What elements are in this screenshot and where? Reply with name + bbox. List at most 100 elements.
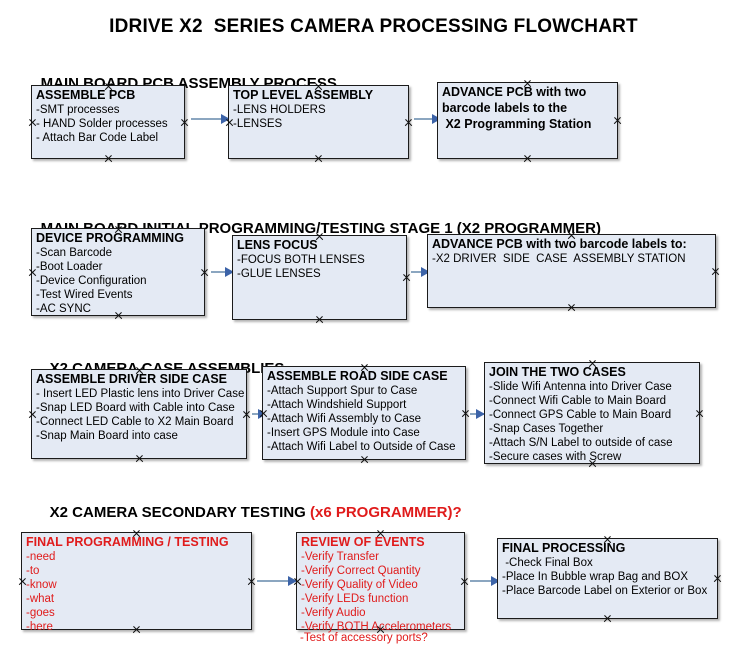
node-line: - HAND Solder processes bbox=[36, 118, 168, 130]
resize-handle-right[interactable] bbox=[402, 273, 411, 282]
node-line: -AC SYNC bbox=[36, 303, 91, 315]
connector-review-of-events-to-final-processing bbox=[470, 576, 500, 586]
node-join-the-two-cases[interactable]: JOIN THE TWO CASES -Slide Wifi Antenna i… bbox=[484, 362, 700, 464]
node-line: -Connect GPS Cable to Main Board bbox=[489, 409, 672, 421]
connector-assemble-pcb-to-top-level-assembly bbox=[191, 114, 230, 124]
resize-handle-right[interactable] bbox=[695, 409, 704, 418]
node-line: -Attach S/N Label to outside of case bbox=[489, 437, 673, 449]
node-line: -goes bbox=[26, 607, 55, 619]
node-line: -SMT processes bbox=[36, 104, 120, 116]
node-line: -Boot Loader bbox=[36, 261, 103, 273]
section-header-x2-camera-secondary-testing: X2 CAMERA SECONDARY TESTING (x6 PROGRAMM… bbox=[33, 487, 462, 538]
node-review-of-events-overflow-line: -Test of accessory ports? bbox=[300, 632, 428, 644]
resize-handle-bottom[interactable] bbox=[603, 614, 612, 623]
section-header-text: X2 CAMERA SECONDARY TESTING bbox=[49, 504, 310, 521]
node-assemble-road-side-case[interactable]: ASSEMBLE ROAD SIDE CASE -Attach Support … bbox=[262, 366, 466, 460]
node-assemble-driver-side-case[interactable]: ASSEMBLE DRIVER SIDE CASE - Insert LED P… bbox=[31, 369, 247, 459]
node-line: -Snap Cases Together bbox=[489, 423, 604, 435]
resize-handle-right[interactable] bbox=[200, 268, 209, 277]
node-line: -LENS HOLDERS bbox=[233, 104, 326, 116]
resize-handle-bottom[interactable] bbox=[104, 154, 113, 163]
resize-handle-right[interactable] bbox=[711, 267, 720, 276]
node-line: -Verify BOTH Accelerometers bbox=[301, 621, 452, 633]
node-final-programming-testing[interactable]: FINAL PROGRAMMING / TESTING -need -to -k… bbox=[21, 532, 252, 633]
resize-handle-right[interactable] bbox=[180, 118, 189, 127]
node-lens-focus[interactable]: LENS FOCUS -FOCUS BOTH LENSES -GLUE LENS… bbox=[232, 235, 407, 320]
node-line: -Connect Wifi Cable to Main Board bbox=[489, 395, 667, 407]
node-line: -Secure cases with Screw bbox=[489, 451, 622, 463]
node-title: FINAL PROCESSING bbox=[502, 541, 626, 555]
node-line: -Connect LED Cable to X2 Main Board bbox=[36, 416, 234, 428]
node-line: -Check Final Box bbox=[502, 557, 593, 569]
node-title: ASSEMBLE DRIVER SIDE CASE bbox=[36, 372, 228, 386]
resize-handle-bottom[interactable] bbox=[314, 154, 323, 163]
node-advance-pcb-to-x2-programming-station[interactable]: ADVANCE PCB with two barcode labels to t… bbox=[437, 82, 618, 159]
node-line: -X2 DRIVER SIDE CASE ASSEMBLY STATION bbox=[432, 253, 686, 265]
node-final-processing[interactable]: FINAL PROCESSING -Check Final Box -Place… bbox=[497, 538, 718, 619]
node-line: -Verify Correct Quantity bbox=[301, 565, 421, 577]
node-line: -Attach Wifi Label to Outside of Case bbox=[267, 441, 456, 453]
resize-handle-right[interactable] bbox=[461, 409, 470, 418]
connector-final-programming-to-review-of-events bbox=[257, 576, 297, 586]
node-line: -Snap LED Board with Cable into Case bbox=[36, 402, 235, 414]
node-line: -Snap Main Board into case bbox=[36, 430, 178, 442]
resize-handle-bottom[interactable] bbox=[523, 154, 532, 163]
resize-handle-right[interactable] bbox=[404, 118, 413, 127]
resize-handle-right[interactable] bbox=[242, 410, 251, 419]
resize-handle-right[interactable] bbox=[247, 577, 256, 586]
node-top-level-assembly[interactable]: TOP LEVEL ASSEMBLY -LENS HOLDERS -LENSES bbox=[228, 85, 409, 159]
resize-handle-right[interactable] bbox=[713, 574, 722, 583]
node-line: X2 Programming Station bbox=[442, 117, 592, 131]
connector-road-side-to-join-cases bbox=[470, 409, 485, 419]
node-title: FINAL PROGRAMMING / TESTING bbox=[26, 535, 229, 549]
node-line: -Insert GPS Module into Case bbox=[267, 427, 420, 439]
node-device-programming[interactable]: DEVICE PROGRAMMING -Scan Barcode -Boot L… bbox=[31, 228, 205, 316]
node-line: -Test Wired Events bbox=[36, 289, 133, 301]
node-line: -Attach Support Spur to Case bbox=[267, 385, 418, 397]
node-line: - Attach Bar Code Label bbox=[36, 132, 159, 144]
node-line: -what bbox=[26, 593, 55, 605]
node-advance-pcb-to-driver-side-case-assembly[interactable]: ADVANCE PCB with two barcode labels to: … bbox=[427, 234, 716, 308]
resize-handle-right[interactable] bbox=[613, 116, 622, 125]
node-line: barcode labels to the bbox=[442, 101, 568, 115]
node-line: -Attach Windshield Support bbox=[267, 399, 407, 411]
connector-device-programming-to-lens-focus bbox=[211, 267, 234, 277]
node-line: -Scan Barcode bbox=[36, 247, 113, 259]
resize-handle-bottom[interactable] bbox=[360, 455, 369, 464]
node-line: -FOCUS BOTH LENSES bbox=[237, 254, 365, 266]
node-line: -Verify LEDs function bbox=[301, 593, 409, 605]
connector-top-level-assembly-to-advance-pcb bbox=[414, 114, 441, 124]
node-line: -Attach Wifi Assembly to Case bbox=[267, 413, 422, 425]
connector-lens-focus-to-advance-pcb bbox=[411, 267, 430, 277]
node-line: -Slide Wifi Antenna into Driver Case bbox=[489, 381, 672, 393]
node-title: JOIN THE TWO CASES bbox=[489, 365, 626, 379]
resize-handle-right[interactable] bbox=[460, 577, 469, 586]
node-assemble-pcb[interactable]: ASSEMBLE PCB -SMT processes - HAND Solde… bbox=[31, 85, 185, 159]
resize-handle-bottom[interactable] bbox=[567, 303, 576, 312]
node-line: -Place In Bubble wrap Bag and BOX bbox=[502, 571, 689, 583]
resize-handle-bottom[interactable] bbox=[135, 454, 144, 463]
node-title: ASSEMBLE PCB bbox=[36, 88, 136, 102]
node-review-of-events[interactable]: REVIEW OF EVENTS -Verify Transfer -Verif… bbox=[296, 532, 465, 633]
node-line: -Place Barcode Label on Exterior or Box bbox=[502, 585, 708, 597]
node-line: -know bbox=[26, 579, 57, 591]
node-title: TOP LEVEL ASSEMBLY bbox=[233, 88, 374, 102]
node-line: -LENSES bbox=[233, 118, 283, 130]
node-title: ADVANCE PCB with two bbox=[442, 85, 587, 99]
node-title: DEVICE PROGRAMMING bbox=[36, 231, 184, 245]
resize-handle-bottom[interactable] bbox=[315, 315, 324, 324]
node-title: ASSEMBLE ROAD SIDE CASE bbox=[267, 369, 448, 383]
node-title: REVIEW OF EVENTS bbox=[301, 535, 425, 549]
node-line: - Insert LED Plastic lens into Driver Ca… bbox=[36, 388, 245, 400]
node-title: ADVANCE PCB with two barcode labels to: bbox=[432, 237, 687, 251]
node-line: -Verify Transfer bbox=[301, 551, 379, 563]
node-line: -need bbox=[26, 551, 56, 563]
section-header-accent-text: (x6 PROGRAMMER)? bbox=[309, 504, 462, 521]
page-title: IDRIVE X2 SERIES CAMERA PROCESSING FLOWC… bbox=[109, 16, 638, 37]
node-line: -Verify Quality of Video bbox=[301, 579, 418, 591]
node-line: -Verify Audio bbox=[301, 607, 366, 619]
node-title: LENS FOCUS bbox=[237, 238, 318, 252]
node-line: -GLUE LENSES bbox=[237, 268, 321, 280]
node-line: -here bbox=[26, 621, 53, 633]
